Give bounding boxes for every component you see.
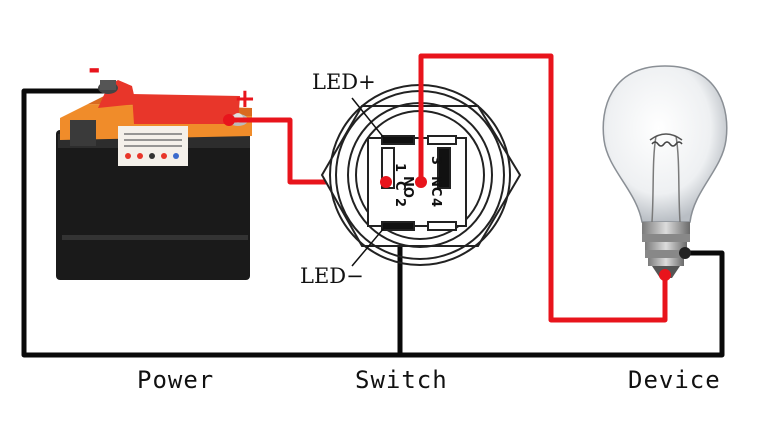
led-plus-leader — [351, 97, 385, 139]
light-bulb-icon — [602, 65, 728, 278]
switch-pin-3-label: 3 — [428, 156, 443, 165]
positive-wire-device — [418, 53, 668, 323]
switch-caption: Switch — [355, 366, 448, 394]
bulb-positive-terminal — [659, 269, 671, 281]
bulb-negative-terminal — [679, 247, 691, 259]
switch-pin-no-label: NO — [400, 176, 415, 198]
switch-pin-4-label: 4 — [428, 198, 443, 207]
power-caption: Power — [137, 366, 215, 394]
switch-pin-nc-label: NC — [428, 176, 443, 196]
device-caption: Device — [628, 366, 721, 394]
battery-minus-sign: - — [88, 52, 101, 87]
battery-icon — [56, 80, 252, 280]
switch-pin-1-junction — [380, 176, 392, 188]
switch-pin-3-junction — [415, 176, 427, 188]
led-minus-label: LED− — [300, 264, 364, 288]
battery-plus-sign: + — [234, 84, 256, 114]
switch-pin-1-label: 1 — [392, 163, 407, 172]
battery-positive-terminal — [223, 114, 235, 126]
switch-pin-c-label: C — [392, 181, 407, 191]
led-minus-leader — [351, 227, 385, 267]
switch-pin-2-label: 2 — [392, 198, 407, 207]
led-plus-label: LED+ — [312, 70, 376, 94]
